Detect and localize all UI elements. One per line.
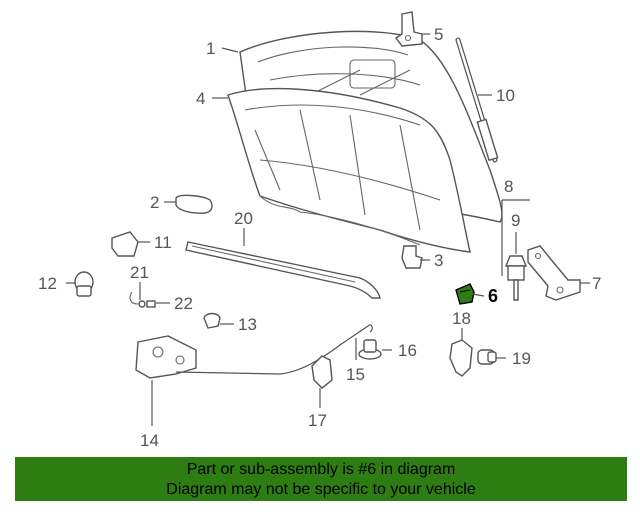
callout-22: 22 <box>174 294 193 313</box>
callout-2: 2 <box>150 193 159 212</box>
callout-14: 14 <box>140 431 159 450</box>
callout-6: 6 <box>488 286 498 306</box>
callout-1: 1 <box>206 39 215 58</box>
callout-12: 12 <box>38 274 57 293</box>
part-14-latch <box>135 335 197 379</box>
part-10-lift-support <box>455 37 499 163</box>
part-12-bumper <box>74 271 94 297</box>
leader-lines <box>66 33 590 426</box>
part-11-bumper <box>111 231 139 257</box>
callout-16: 16 <box>398 341 417 360</box>
part-13-bumper <box>203 312 221 329</box>
callout-13: 13 <box>238 315 257 334</box>
callout-8: 8 <box>504 177 513 196</box>
callout-5: 5 <box>434 25 443 44</box>
info-banner: Part or sub-assembly is #6 in diagram Di… <box>15 457 627 501</box>
part-17-clip <box>311 355 333 389</box>
part-21-22-clip <box>129 291 156 308</box>
part-16-bumper <box>358 339 382 360</box>
hood-inner-panel <box>227 87 471 253</box>
banner-line-1: Part or sub-assembly is #6 in diagram <box>186 461 456 478</box>
callout-19: 19 <box>512 349 531 368</box>
callout-15: 15 <box>346 365 365 384</box>
part-7-hinge <box>527 245 581 301</box>
part-3-clip <box>401 245 423 269</box>
parts-diagram: 1 2 3 4 5 6 7 8 9 10 11 12 13 14 15 16 1… <box>38 11 601 450</box>
banner-line-2: Diagram may not be specific to your vehi… <box>166 481 476 498</box>
part-18-bracket <box>449 339 473 377</box>
callout-21: 21 <box>130 263 149 282</box>
part-20-weatherstrip <box>185 241 381 299</box>
part-9-bolt <box>504 255 528 301</box>
callout-7: 7 <box>592 274 601 293</box>
callout-20: 20 <box>234 209 253 228</box>
callout-3: 3 <box>434 251 443 270</box>
callout-9: 9 <box>511 211 520 230</box>
callout-17: 17 <box>308 411 327 430</box>
part-19-bumper <box>477 349 497 365</box>
callout-10: 10 <box>496 86 515 105</box>
callout-11: 11 <box>154 233 172 252</box>
callout-4: 4 <box>196 89 205 108</box>
part-2-pad <box>175 194 213 214</box>
part-6-highlighted <box>455 283 475 305</box>
part-5-bracket <box>394 11 423 47</box>
callout-18: 18 <box>452 309 471 328</box>
part-15-release-cable <box>175 324 373 375</box>
